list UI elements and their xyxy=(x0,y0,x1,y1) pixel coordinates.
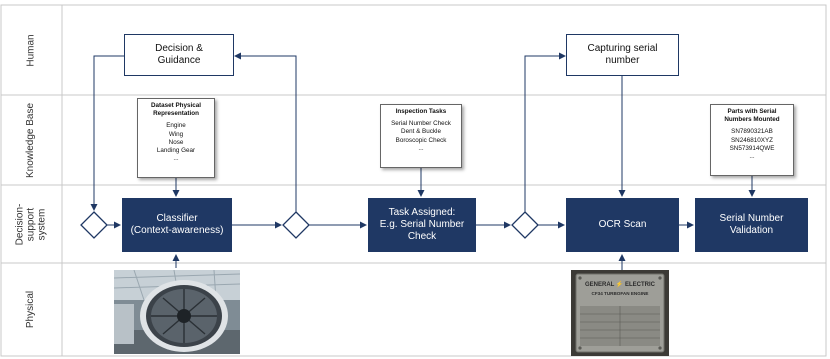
inspection-tasks-box: Inspection Tasks Serial Number Check Den… xyxy=(380,104,462,168)
parts-serial-title: Parts with Serial Numbers Mounted xyxy=(711,108,793,124)
serial-validation-node: Serial Number Validation xyxy=(695,198,808,252)
capturing-serial-node: Capturing serial number xyxy=(566,34,679,76)
plate-brand-text: GENERAL ⚡ ELECTRIC xyxy=(576,281,664,288)
arrow-gateway3-to-capturing xyxy=(525,56,565,212)
inspection-tasks-title: Inspection Tasks xyxy=(381,108,461,116)
gateway-diamond-3 xyxy=(512,212,538,238)
parts-serial-box: Parts with Serial Numbers Mounted SN7890… xyxy=(710,104,794,176)
task-assigned-node: Task Assigned: E.g. Serial Number Check xyxy=(368,198,476,252)
dataset-item: Landing Gear xyxy=(138,147,214,155)
engine-photo xyxy=(114,270,240,354)
parts-item: SN7890321AB xyxy=(711,128,793,136)
arrow-decision-to-gateway1 xyxy=(94,56,124,210)
dataset-item: Engine xyxy=(138,122,214,130)
dataset-item: Wing xyxy=(138,131,214,139)
classifier-node: Classifier (Context-awareness) xyxy=(122,198,232,252)
parts-item: ... xyxy=(711,153,793,161)
engine-plate-photo: GENERAL ⚡ ELECTRIC CF34 TURBOFAN ENGINE xyxy=(571,270,669,356)
dataset-item: Nose xyxy=(138,139,214,147)
decision-guidance-node: Decision & Guidance xyxy=(124,34,234,76)
ocr-scan-node: OCR Scan xyxy=(566,198,679,252)
plate-engine-text: CF34 TURBOFAN ENGINE xyxy=(576,291,664,296)
dataset-physical-title: Dataset Physical Representation xyxy=(138,102,214,118)
dataset-item: ... xyxy=(138,155,214,163)
dataset-physical-box: Dataset Physical Representation Engine W… xyxy=(137,98,215,178)
inspection-item: ... xyxy=(381,145,461,153)
inspection-item: Boroscopic Check xyxy=(381,137,461,145)
gateway-diamond-1 xyxy=(81,212,107,238)
inspection-item: Serial Number Check xyxy=(381,120,461,128)
gateway-diamond-2 xyxy=(283,212,309,238)
parts-item: SN246810XYZ xyxy=(711,137,793,145)
arrow-gateway2-to-decision xyxy=(235,56,296,212)
parts-item: SN573914QWE xyxy=(711,145,793,153)
inspection-item: Dent & Buckle xyxy=(381,128,461,136)
